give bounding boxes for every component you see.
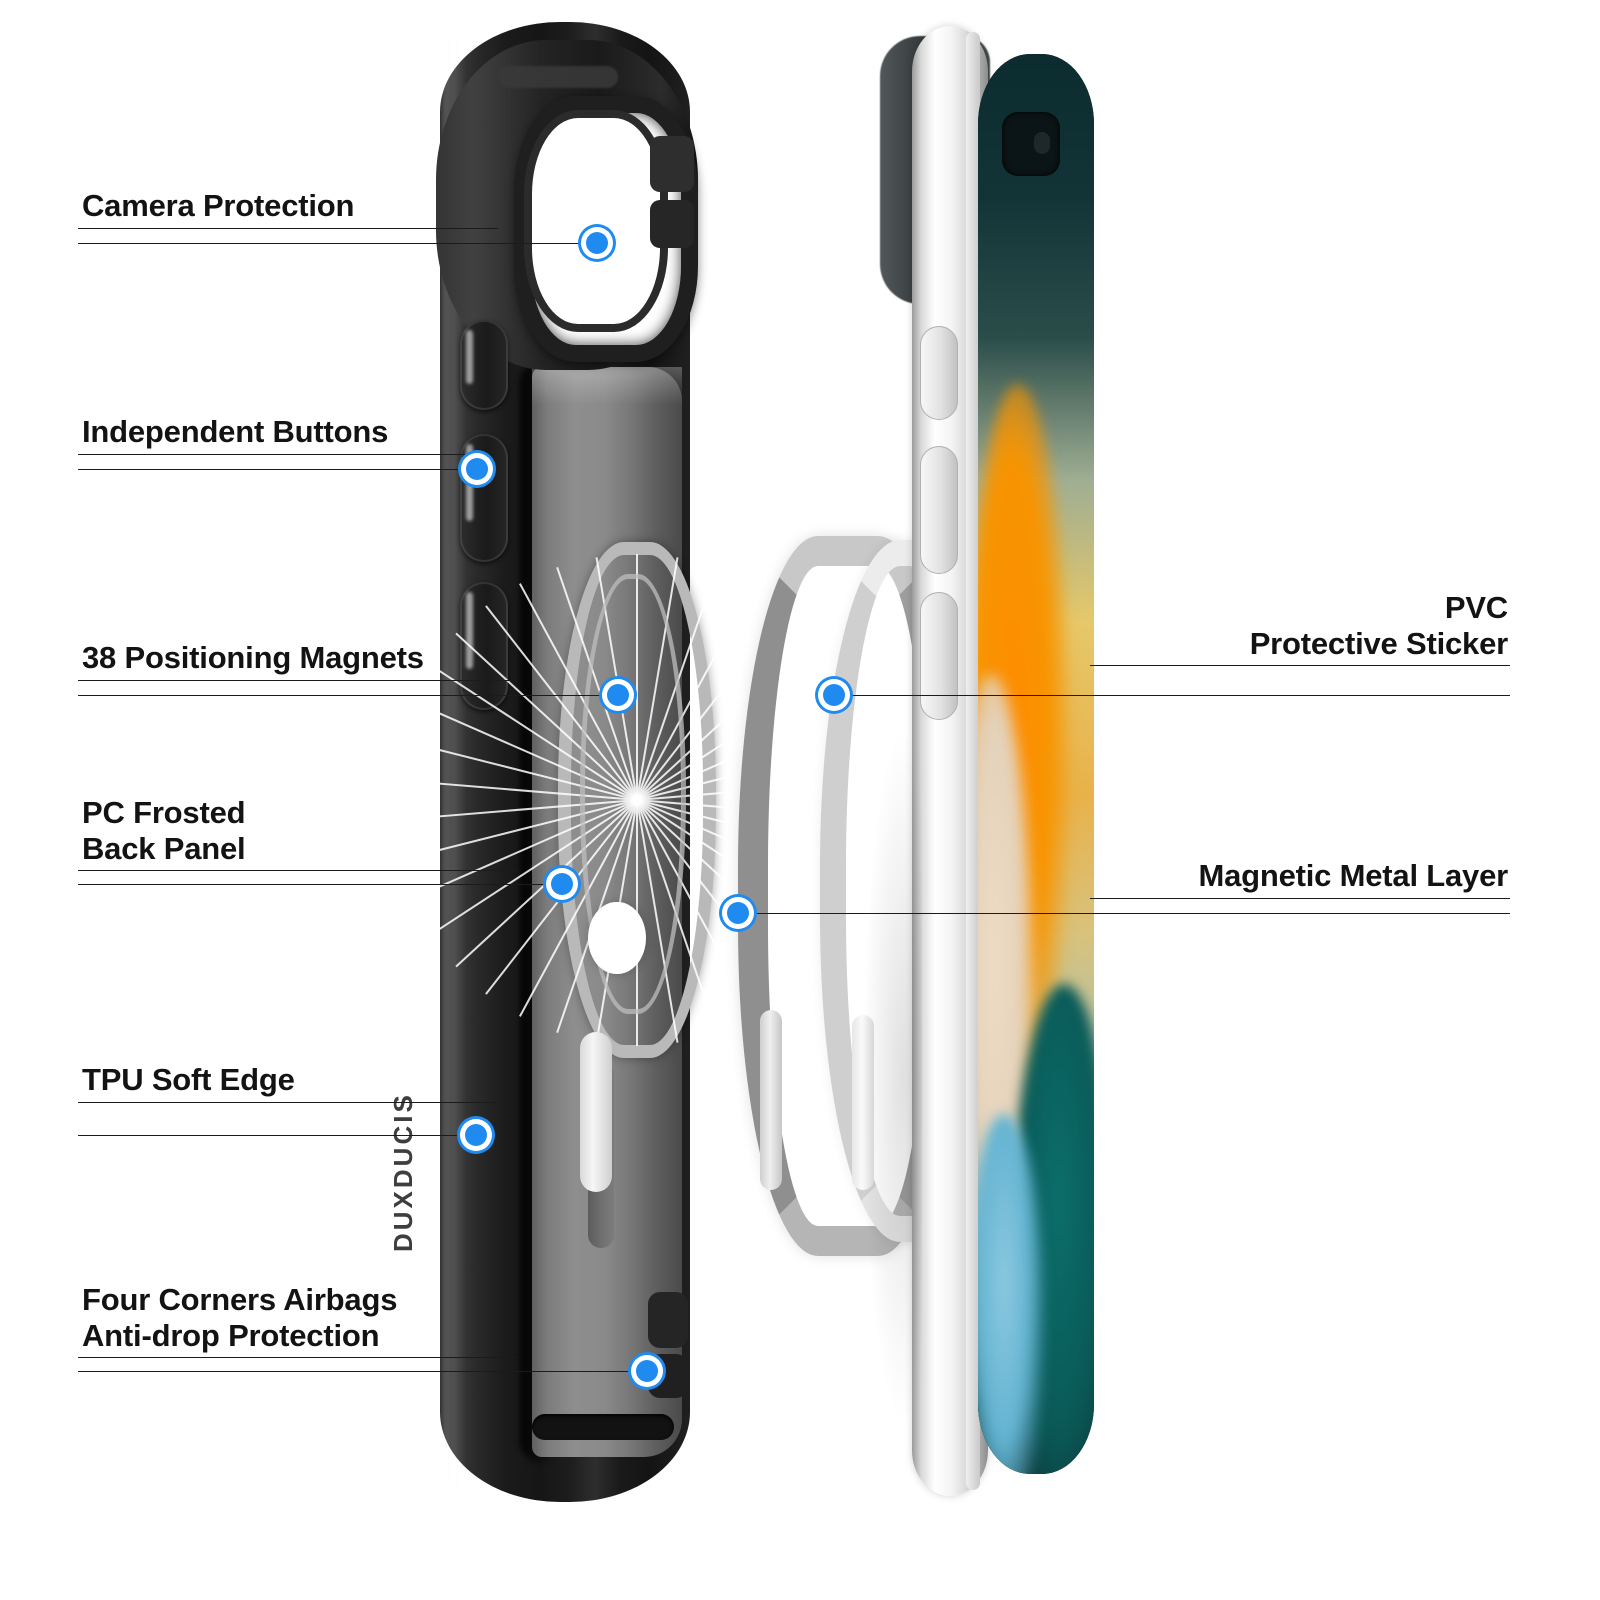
callout-tpu-soft-edge-rule [78,1101,498,1103]
callout-magnetic-metal-layer-label: Magnetic Metal Layer [1198,858,1508,893]
magnet-ring-cap [588,902,646,974]
dynamic-island [1002,112,1060,176]
magnetic-metal-layer-tab [760,1010,782,1190]
magnet-ring-inner [580,574,686,1014]
leader-four-corners-airbags [78,1371,645,1372]
marker-independent-buttons [466,458,488,480]
pvc-protective-sticker-tab [852,1015,874,1190]
callout-tpu-soft-edge: TPU Soft Edge [78,1062,498,1103]
brand-logo-text: DUXDUCIS [388,1092,418,1252]
marker-pvc-protective-sticker [823,684,845,706]
case-button-volume-up [460,434,508,562]
callout-positioning-magnets: 38 Positioning Magnets [78,640,518,681]
callout-pc-frosted-back-panel: PC Frosted Back Panel [78,795,518,872]
camera-hood-notch-bottom [650,200,694,248]
callout-four-corners-airbags-label: Four Corners Airbags Anti-drop Protectio… [82,1282,398,1353]
case-charging-port-cutout [532,1414,674,1440]
phone-button-mute [920,326,958,420]
phone-screen [978,54,1094,1474]
marker-tpu-soft-edge [465,1124,487,1146]
phone-illustration [862,26,1110,1496]
camera-hood-notch-top [650,136,694,192]
leader-independent-buttons [78,469,476,470]
phone-button-volume-down [920,592,958,720]
callout-camera-protection-label: Camera Protection [82,188,355,223]
callout-tpu-soft-edge-label: TPU Soft Edge [82,1062,295,1097]
phone-button-volume-up [920,446,958,574]
callout-pvc-protective-sticker: PVC Protective Sticker [1090,590,1510,667]
camera-protection-hood [436,40,698,370]
leader-magnetic-metal-layer [747,913,1510,914]
marker-four-corners-airbags [636,1360,658,1382]
callout-camera-protection-rule [78,227,498,229]
case-bottom-grip-upper [648,1292,688,1348]
leader-tpu-soft-edge [78,1135,474,1136]
marker-positioning-magnets [607,684,629,706]
callout-magnetic-metal-layer: Magnetic Metal Layer [1090,858,1510,899]
callout-pvc-protective-sticker-rule [1090,665,1510,667]
callout-independent-buttons: Independent Buttons [78,414,498,455]
callout-independent-buttons-label: Independent Buttons [82,414,389,449]
camera-hood-lip [498,66,618,88]
camera-cutout-inner-ring [524,110,668,332]
callout-positioning-magnets-label: 38 Positioning Magnets [82,640,424,675]
callout-magnetic-metal-layer-rule [1090,897,1510,899]
marker-magnetic-metal-layer [727,902,749,924]
phone-frame-inner-edge [966,32,980,1490]
leader-pc-frosted-back-panel [78,884,562,885]
phone-drop-shadow [862,726,922,1426]
marker-camera-protection [586,232,608,254]
callout-pvc-protective-sticker-label: PVC Protective Sticker [1249,590,1509,661]
callout-pc-frosted-back-panel-label: PC Frosted Back Panel [82,795,246,866]
leader-camera-protection [78,243,596,244]
callout-positioning-magnets-rule [78,679,518,681]
callout-camera-protection: Camera Protection [78,188,498,229]
leader-pvc-protective-sticker [843,695,1510,696]
callout-independent-buttons-rule [78,453,498,455]
case-button-mute [460,320,508,410]
phone-case-illustration: DUXDUCIS [388,22,883,1502]
marker-pc-frosted-back-panel [551,873,573,895]
callout-pc-frosted-back-panel-rule [78,870,518,872]
magnet-ring-tab [580,1032,612,1192]
leader-positioning-magnets [78,695,618,696]
callout-four-corners-airbags-rule [78,1357,518,1359]
callout-four-corners-airbags: Four Corners Airbags Anti-drop Protectio… [78,1282,518,1359]
